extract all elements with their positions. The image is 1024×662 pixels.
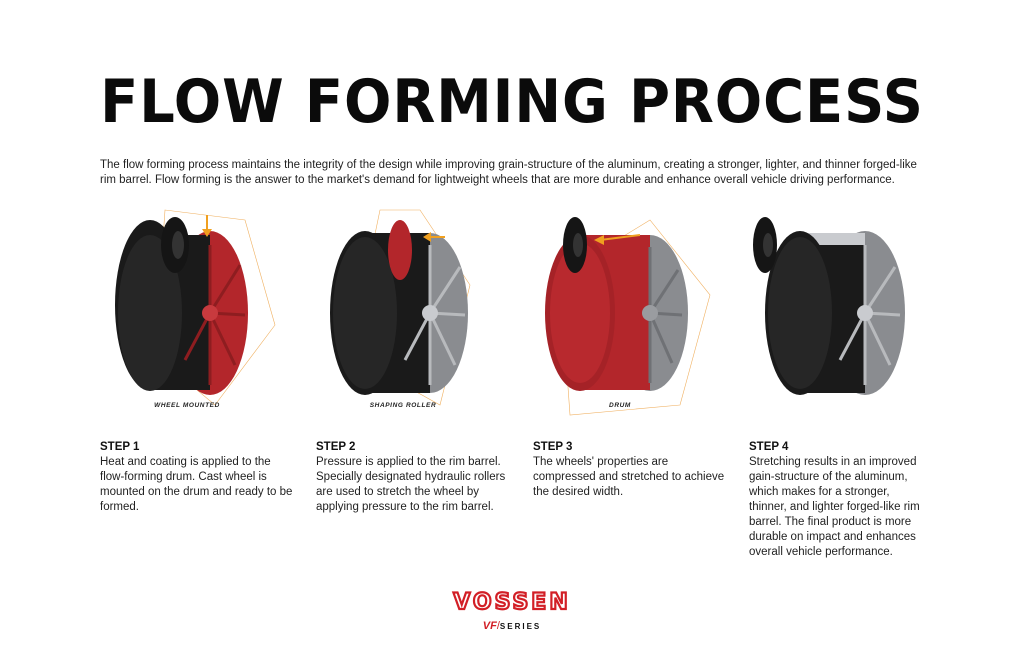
wheel-illustration-step-4 [745,205,935,420]
vossen-logo-mark: VOSSEN [452,590,570,612]
vossen-logo: VOSSEN [0,590,1024,612]
page-title: FLOW FORMING PROCESS [100,67,924,137]
step-1: STEP 1 Heat and coating is applied to th… [100,440,295,515]
step-4-text: Stretching results in an improved gain-s… [749,456,920,558]
wheel-illustration-step-2 [310,205,500,420]
step-3-text: The wheels' properties are compressed an… [533,456,725,498]
step-2-text: Pressure is applied to the rim barrel. S… [316,456,506,513]
intro-paragraph: The flow forming process maintains the i… [100,159,917,186]
caption-wheel-mounted: WHEEL MOUNTED [154,402,220,409]
caption-shaping-roller: SHAPING ROLLER [369,402,437,409]
series-text: SERIES [499,622,542,631]
step-1-text: Heat and coating is applied to the flow-… [100,456,293,513]
step-4-title: STEP 4 [749,441,789,453]
step-3-title: STEP 3 [533,441,573,453]
vf-series-label: VF/SERIES [0,620,1024,632]
step-2-title: STEP 2 [316,441,356,453]
wheel-illustration-step-1 [95,205,285,420]
step-2: STEP 2 Pressure is applied to the rim ba… [316,440,511,515]
wheel-illustration-step-3 [530,205,720,420]
step-4: STEP 4 Stretching results in an improved… [749,440,929,560]
caption-drum: DRUM [609,402,631,409]
vf-slash: / [496,620,500,632]
vf-mark: VF [482,620,497,632]
step-3: STEP 3 The wheels' properties are compre… [533,440,728,500]
vossen-logo-text: VOSSEN [453,590,570,612]
step-1-title: STEP 1 [100,441,140,453]
